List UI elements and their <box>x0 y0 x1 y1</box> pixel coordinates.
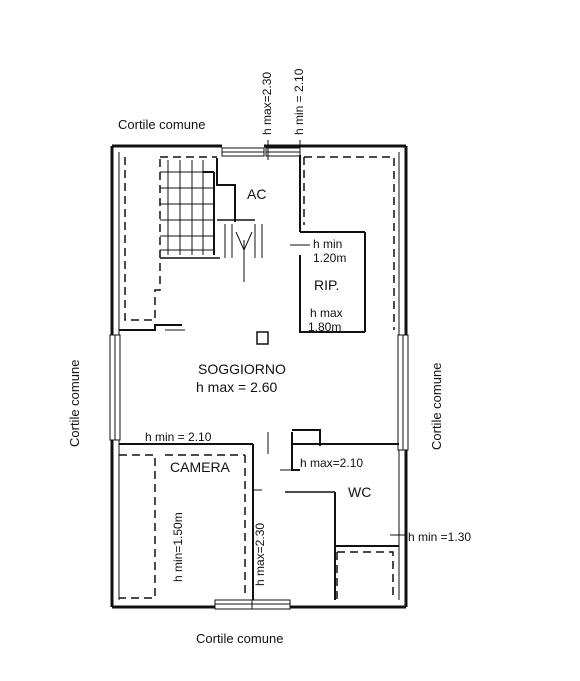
top-hmax-label: h max=2.30 <box>260 72 274 135</box>
rip-hmin-label-line1: h min <box>313 237 342 251</box>
ac-room-label: AC <box>247 186 266 202</box>
top-hmin-label: h min = 2.10 <box>292 68 306 135</box>
rip-room-label: RIP. <box>314 277 339 293</box>
soggiorno-hmax-label: h max = 2.60 <box>196 379 278 395</box>
dashed-outlines <box>119 156 395 600</box>
hmin-210-label: h min = 2.10 <box>145 430 212 444</box>
soggiorno-room-label: SOGGIORNO <box>198 361 286 377</box>
rip-hmin-label-line2: 1.20m <box>313 251 346 265</box>
camera-hmax-label: h max=2.30 <box>253 523 267 586</box>
hmax-210-label: h max=2.10 <box>300 456 363 470</box>
rip-hmax-label-line1: h max <box>310 306 343 320</box>
courtyard-top-label: Cortile comune <box>118 117 205 132</box>
courtyard-left-label: Cortile comune <box>67 360 82 447</box>
stair-arrow-icon <box>235 231 253 282</box>
wc-room-label: WC <box>348 484 371 500</box>
courtyard-bottom-label: Cortile comune <box>196 631 283 646</box>
interior-walls <box>119 155 399 600</box>
rip-hmax-label-line2: 1.80m <box>308 320 341 334</box>
camera-room-label: CAMERA <box>170 459 231 475</box>
leader-lines <box>252 140 406 536</box>
staircase <box>160 160 263 258</box>
camera-hmin-label: h min=1.50m <box>171 512 185 582</box>
hmin-130-label: h min =1.30 <box>408 530 471 544</box>
outer-walls <box>110 144 408 609</box>
courtyard-right-label: Cortile comune <box>429 363 444 450</box>
column-square <box>256 331 269 345</box>
